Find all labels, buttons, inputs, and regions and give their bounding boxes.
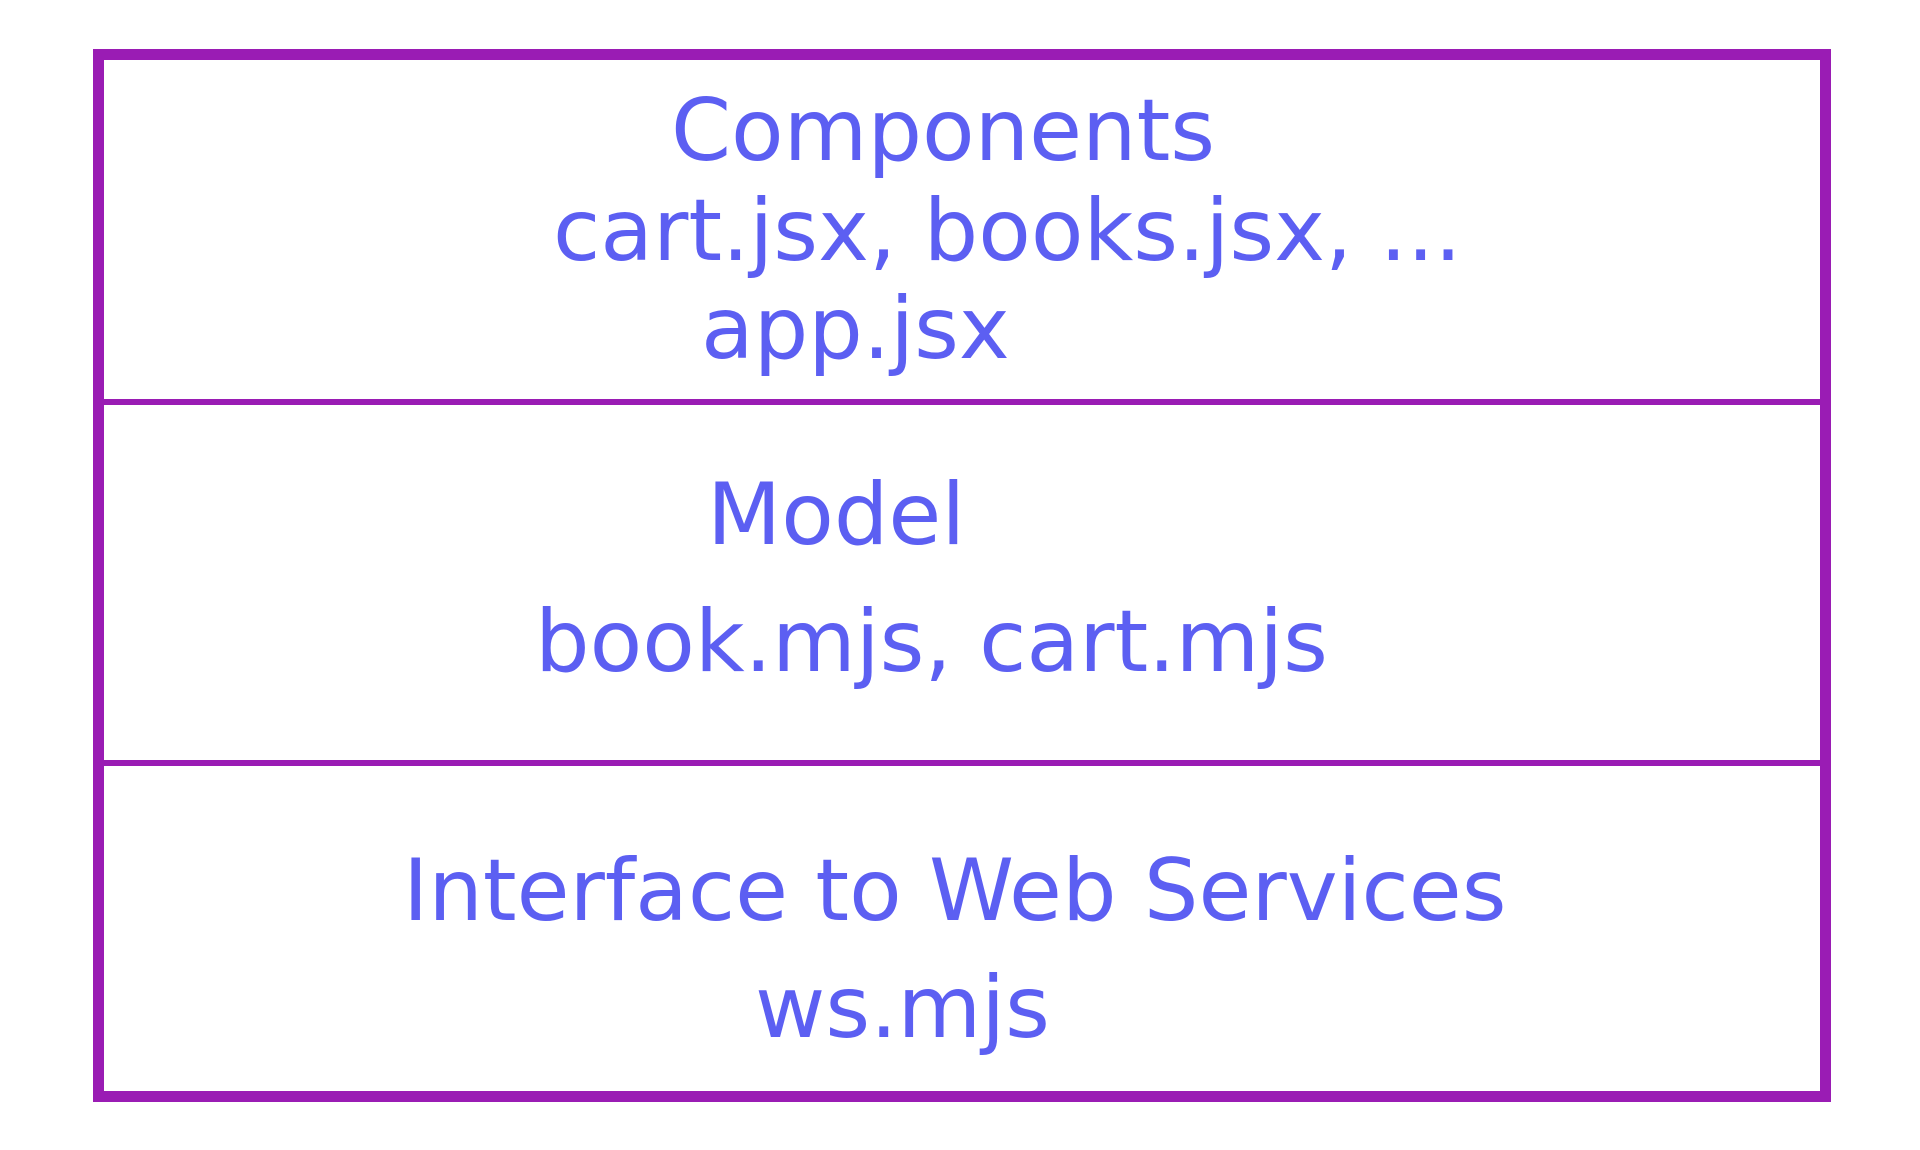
layer-stack-frame	[93, 49, 1831, 1102]
components-layer-files: cart.jsx, books.jsx, ...	[553, 181, 1462, 281]
model-layer-title: Model	[707, 465, 966, 565]
interface-layer-title: Interface to Web Services	[403, 841, 1507, 941]
components-layer-app-file: app.jsx	[701, 279, 1010, 379]
model-layer-files: book.mjs, cart.mjs	[535, 592, 1328, 692]
components-layer-title: Components	[671, 81, 1216, 181]
layer-divider-components-model	[93, 399, 1831, 405]
layer-divider-model-interface	[93, 760, 1831, 766]
interface-layer-files: ws.mjs	[755, 958, 1050, 1058]
